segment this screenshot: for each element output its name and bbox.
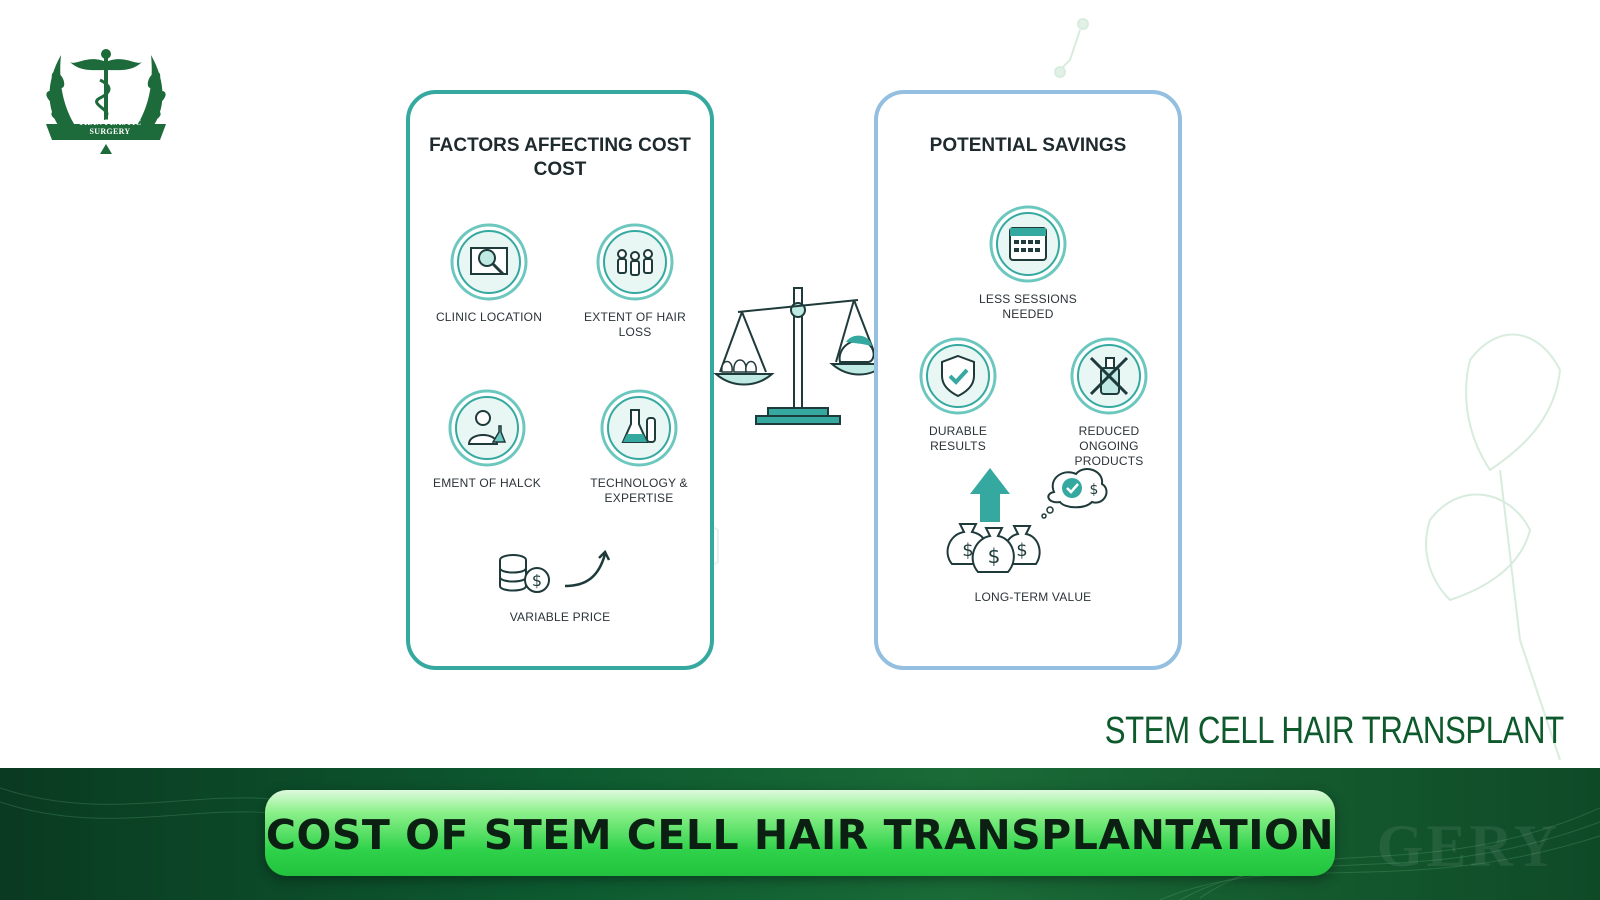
balance-scale-icon (713, 287, 887, 425)
clinic-logo[interactable]: TRAN PLASTIC SURGERY (36, 40, 176, 160)
saving-label: REDUCED ONGOING PRODUCTS (1074, 424, 1144, 468)
factors-card: FACTORS AFFECTING COST COST CLINIC LOCAT… (406, 90, 714, 670)
saving-reduced-products: REDUCED ONGOING PRODUCTS (1042, 336, 1176, 469)
saving-durable-results: DURABLE RESULTS (898, 336, 1018, 454)
factor-doctor: EMENT OF HALCK (422, 388, 552, 491)
svg-text:$: $ (532, 571, 542, 590)
saving-less-sessions: LESS SESSIONS NEEDED (962, 204, 1094, 322)
svg-text:$: $ (962, 540, 973, 561)
savings-card: POTENTIAL SAVINGS LESS SESSIONS NEEDED D… (874, 90, 1182, 670)
factor-extent-hair-loss: EXTENT OF HAIR LOSS (566, 222, 704, 340)
shield-check-icon (919, 337, 997, 415)
factor-label: EXTENT OF HAIR LOSS (584, 310, 686, 339)
saving-label: DURABLE RESULTS (928, 424, 988, 453)
saving-label: LESS SESSIONS NEEDED (979, 292, 1077, 321)
factor-label: VARIABLE PRICE (509, 610, 611, 624)
coins-trend-icon: $ (499, 549, 611, 593)
map-search-icon (450, 223, 528, 301)
calendar-icon (989, 205, 1067, 283)
band-watermark: GERY (1376, 813, 1560, 879)
banner-title: COST OF STEM CELL HAIR TRANSPLANTATION (265, 811, 1335, 859)
logo-ribbon-text: TRAN PLASTIC SURGERY (78, 118, 142, 136)
factor-technology: TECHNOLOGY & EXPERTISE (574, 388, 704, 506)
laurel-caduceus-icon (46, 49, 166, 154)
brand-subtitle: STEM CELL HAIR TRANSPLANT (1105, 710, 1564, 752)
doctor-icon (448, 389, 526, 467)
savings-card-title: POTENTIAL SAVINGS (929, 135, 1127, 156)
svg-text:$: $ (1090, 482, 1099, 498)
factor-label: CLINIC LOCATION (435, 310, 543, 324)
factor-clinic-location: CLINIC LOCATION (424, 222, 554, 325)
people-icon (596, 223, 674, 301)
svg-text:$: $ (1016, 540, 1027, 561)
saving-long-term-value: $ $ $ $ LONG-TERM VALUE (946, 462, 1118, 605)
money-bags-arrow-icon: $ $ $ $ (946, 468, 1108, 573)
factor-variable-price: $ VARIABLE PRICE (460, 546, 660, 625)
lab-flask-icon (600, 389, 678, 467)
factor-label: TECHNOLOGY & EXPERTISE (590, 476, 688, 505)
svg-text:$: $ (988, 544, 1001, 568)
factors-card-title: FACTORS AFFECTING COST COST (429, 135, 691, 180)
no-bottle-icon (1070, 337, 1148, 415)
factor-label: EMENT OF HALCK (433, 476, 541, 490)
saving-label: LONG-TERM VALUE (974, 590, 1092, 604)
title-banner: COST OF STEM CELL HAIR TRANSPLANTATION (265, 790, 1335, 876)
